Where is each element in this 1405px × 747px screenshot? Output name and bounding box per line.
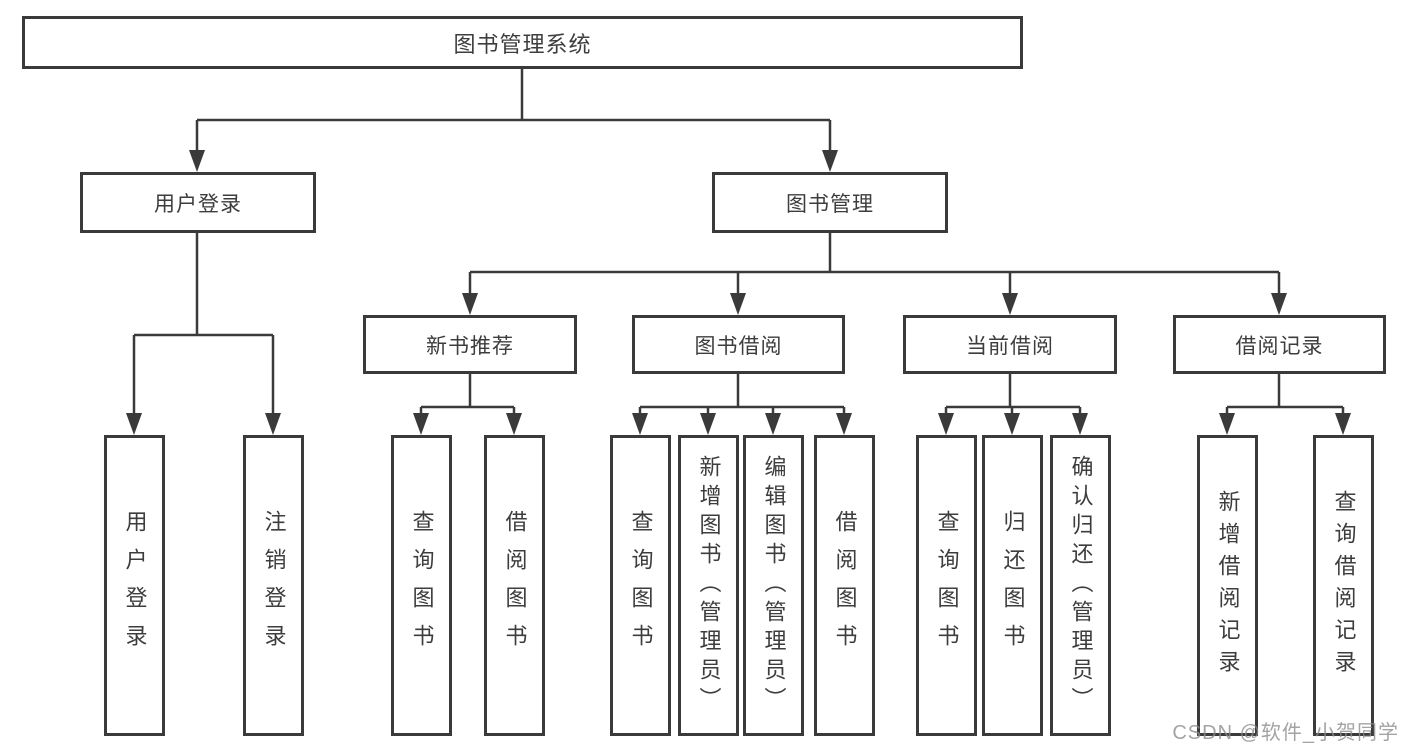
leaf-edit-books-admin: 编辑图书（管理员） [743,435,804,736]
node-user-login: 用户登录 [80,172,316,233]
leaf-borrow-books-borrowing: 借阅图书 [814,435,875,736]
leaf-query-books-recommend: 查询图书 [391,435,452,736]
arrowheads [126,150,1351,435]
leaf-logout: 注销登录 [243,435,304,736]
leaf-add-borrow-record: 新增借阅记录 [1197,435,1258,736]
leaf-user-login: 用户登录 [104,435,165,736]
node-borrowing-records: 借阅记录 [1173,315,1386,374]
leaf-confirm-return-admin: 确认归还（管理员） [1050,435,1111,736]
leaf-borrow-books-recommend: 借阅图书 [484,435,545,736]
node-new-book-recommendation: 新书推荐 [363,315,577,374]
watermark-text: CSDN @软件_小贺同学 [1172,722,1399,744]
leaf-query-books-current: 查询图书 [916,435,977,736]
node-book-management: 图书管理 [712,172,948,233]
node-root-system: 图书管理系统 [22,16,1023,69]
node-book-borrowing: 图书借阅 [632,315,845,374]
leaf-add-books-admin: 新增图书（管理员） [678,435,739,736]
leaf-query-borrow-record: 查询借阅记录 [1313,435,1374,736]
leaf-query-books-borrowing: 查询图书 [610,435,671,736]
leaf-return-books: 归还图书 [982,435,1043,736]
node-current-borrowing: 当前借阅 [903,315,1117,374]
